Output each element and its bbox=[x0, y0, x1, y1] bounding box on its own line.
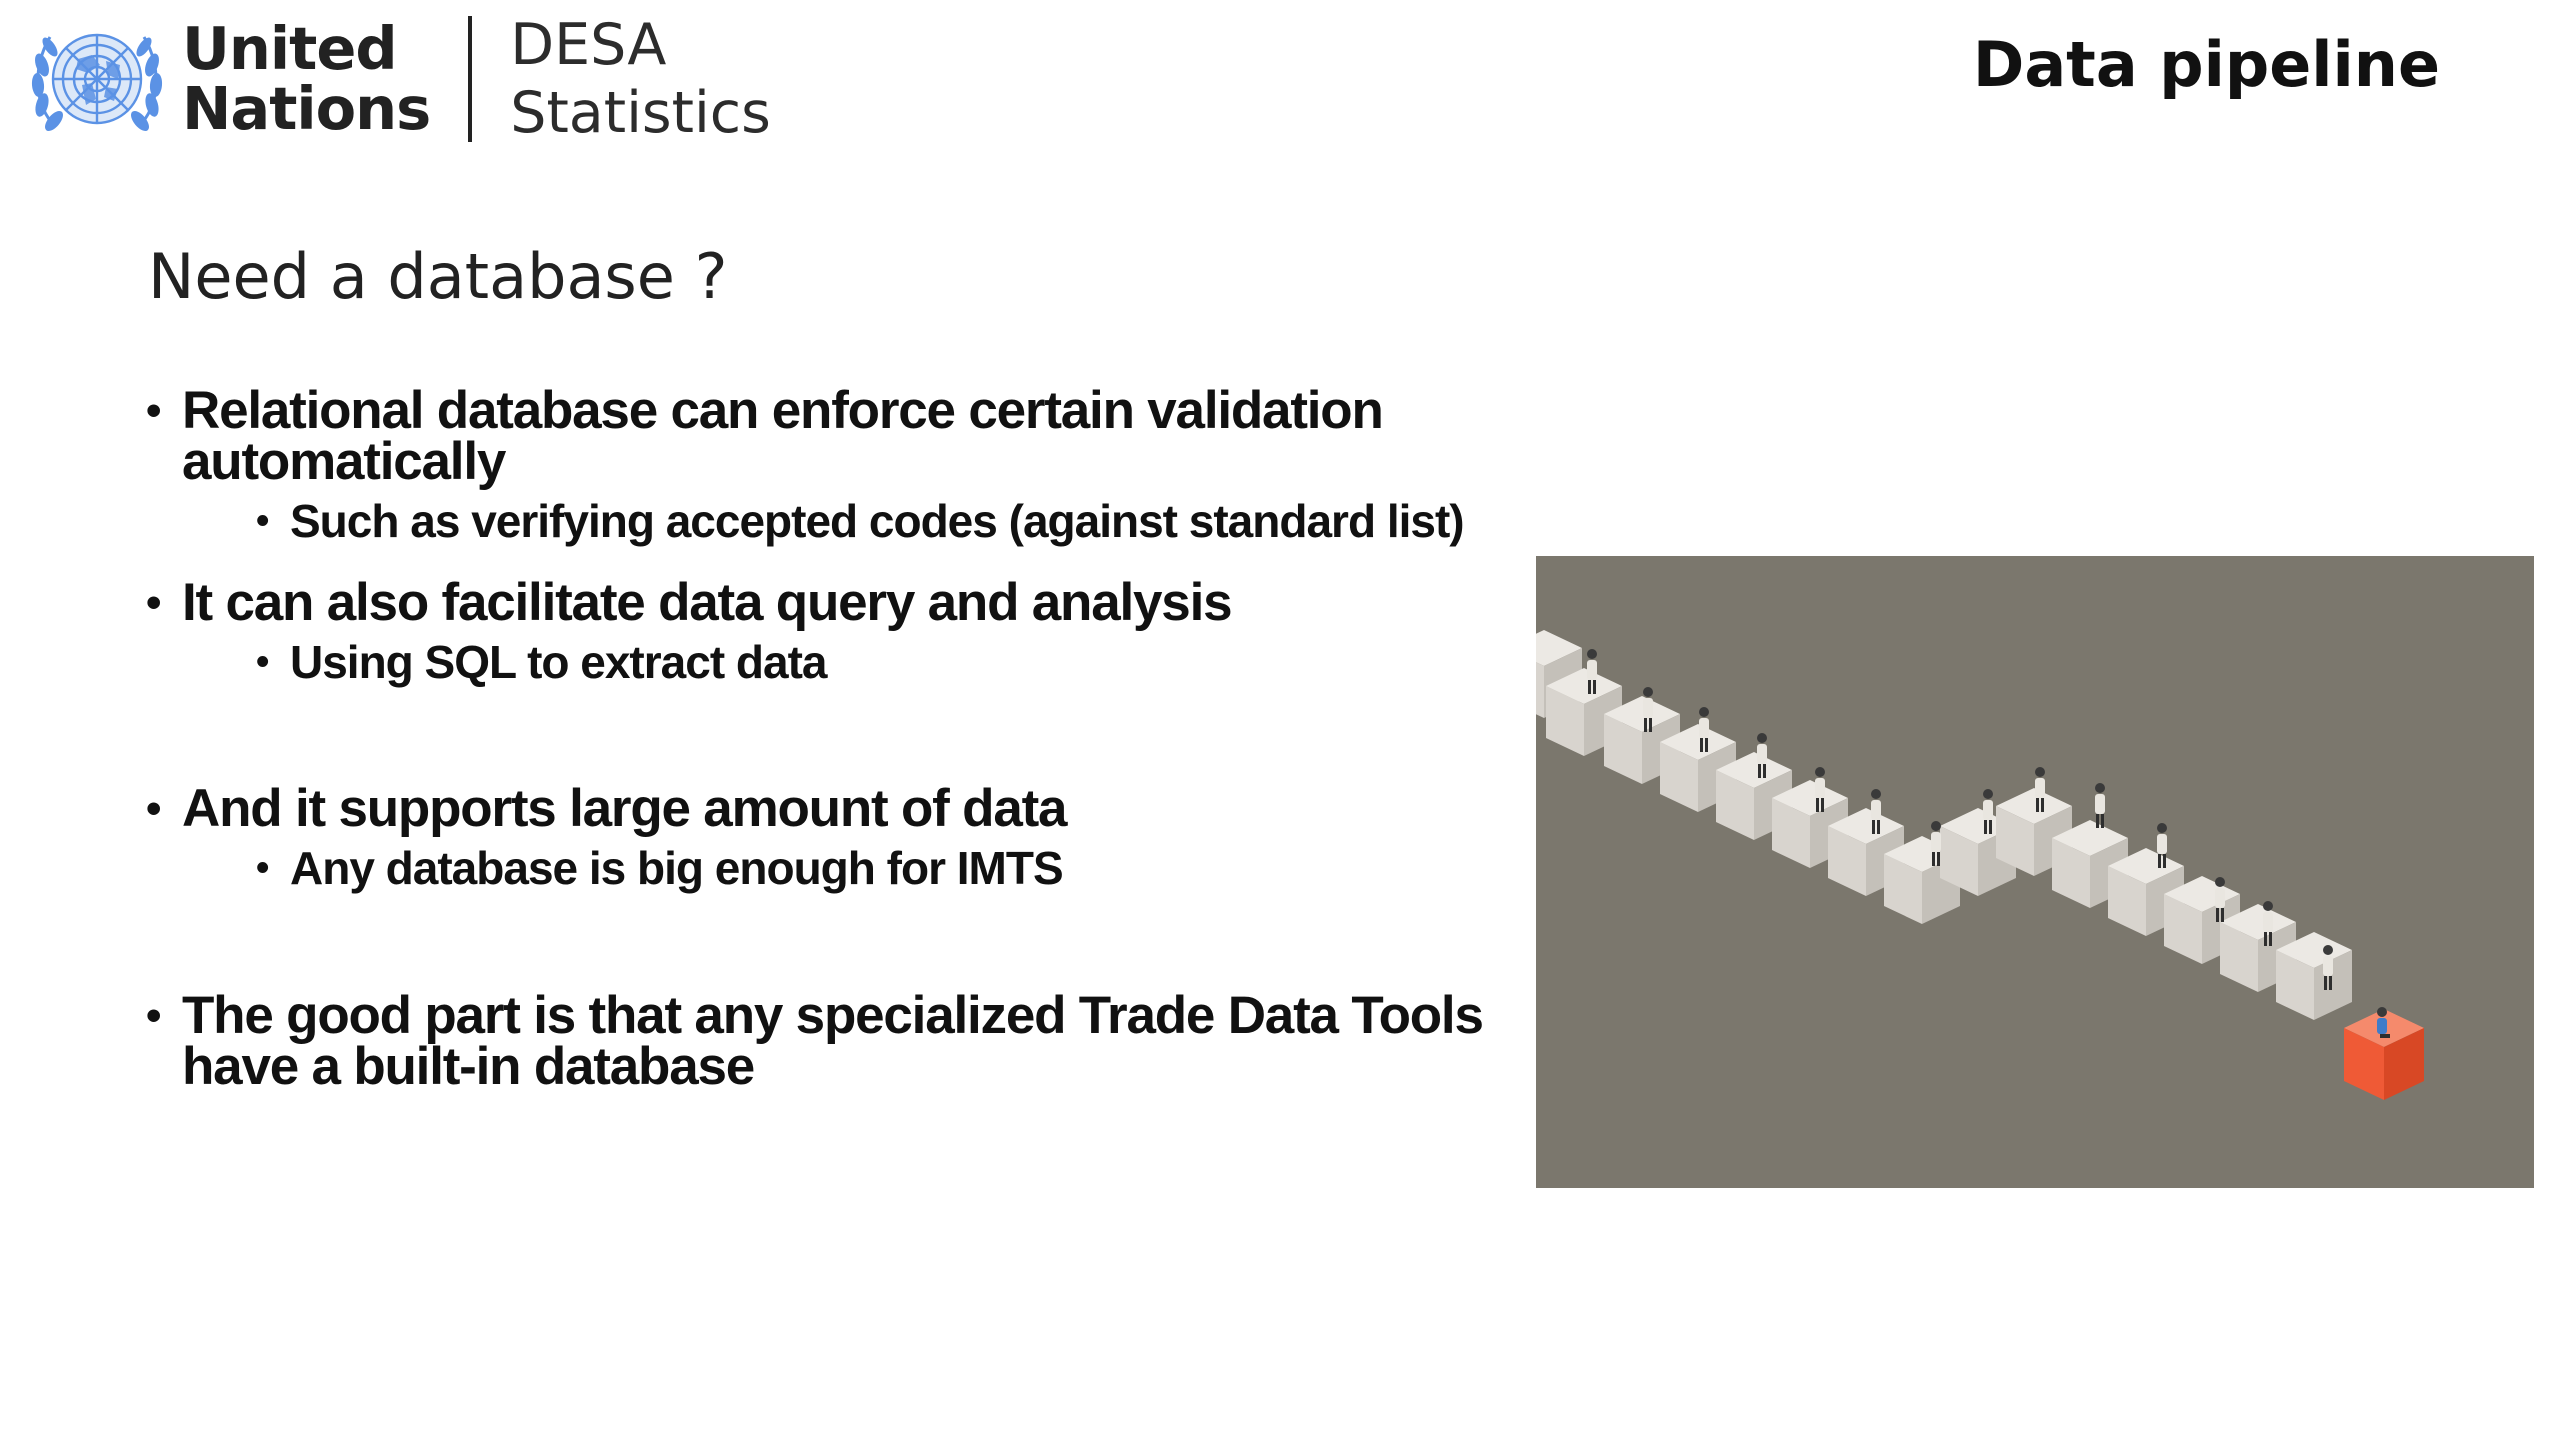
dept-name-line2: Statistics bbox=[510, 80, 771, 146]
dept-name-line1: DESA bbox=[510, 12, 667, 78]
cube-chain-image bbox=[1536, 630, 2424, 1100]
pipeline-illustration bbox=[1536, 556, 2534, 1188]
org-name-line1: United bbox=[182, 14, 398, 83]
bullet-text: It can also facilitate data query and an… bbox=[146, 576, 1233, 629]
un-emblem-icon bbox=[31, 33, 163, 131]
bullet-text: And it supports large amount of data bbox=[146, 782, 1068, 835]
sub-bullet-text: Such as verifying accepted codes (agains… bbox=[256, 495, 1526, 547]
bullet-item: It can also facilitate data query and an… bbox=[146, 576, 1233, 688]
section-heading: Need a database ? bbox=[148, 240, 728, 313]
bullet-text: The good part is that any specialized Tr… bbox=[146, 989, 1562, 1093]
org-name: United Nations bbox=[182, 14, 431, 143]
logo-divider bbox=[468, 16, 473, 142]
un-desa-logo: United Nations DESA Statistics bbox=[26, 11, 771, 147]
sub-bullet-text: Using SQL to extract data bbox=[256, 636, 1231, 688]
org-name-line2: Nations bbox=[182, 74, 431, 143]
bullet-item: And it supports large amount of data Any… bbox=[146, 782, 1068, 894]
sub-bullet-text: Any database is big enough for IMTS bbox=[256, 842, 1066, 894]
bullet-text: Relational database can enforce certain … bbox=[146, 384, 1526, 488]
slide-title: Data pipeline bbox=[1972, 28, 2440, 101]
bullet-item: Relational database can enforce certain … bbox=[146, 384, 1526, 547]
bullet-item: The good part is that any specialized Tr… bbox=[146, 989, 1526, 1093]
dept-name: DESA Statistics bbox=[510, 11, 771, 147]
